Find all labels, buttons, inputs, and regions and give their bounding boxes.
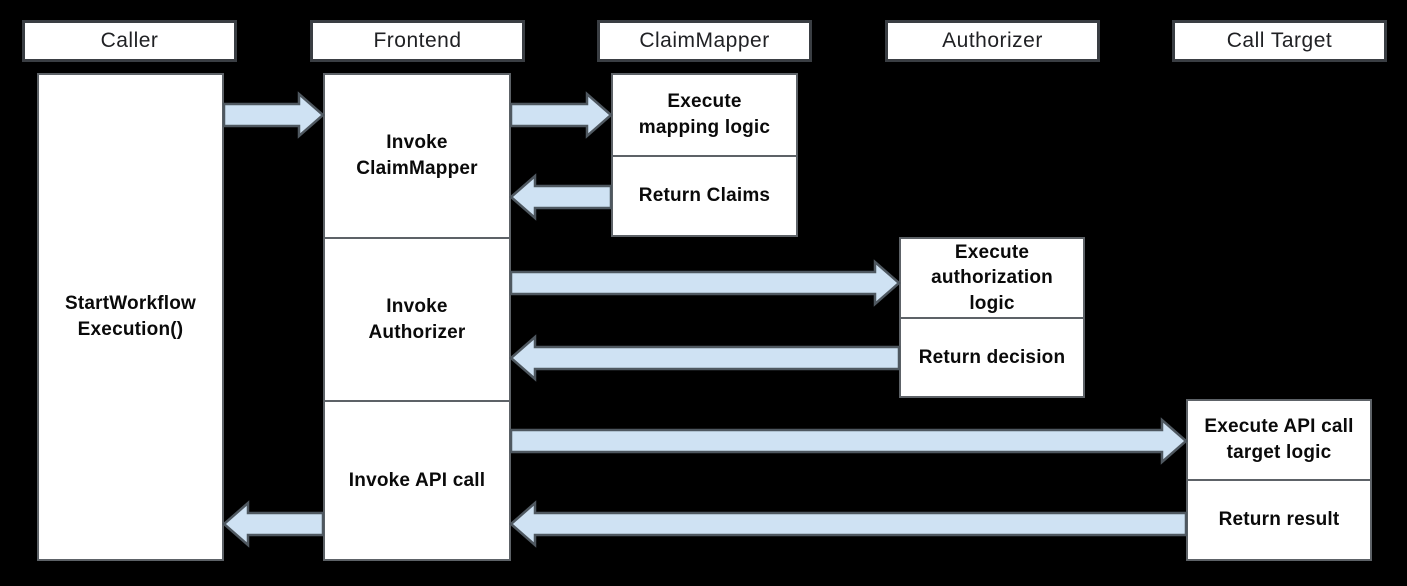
column-header-claimmapper: ClaimMapper xyxy=(597,20,812,62)
execute-api-call-target-logic-step: Execute API call target logic xyxy=(1204,416,1354,463)
claimmapper-activation-box: Execute mapping logic Return Claims xyxy=(611,73,798,237)
arrow-frontend-to-authorizer xyxy=(509,259,901,307)
startworkflowexecution-step: StartWorkflow Execution() xyxy=(64,293,197,340)
authorizer-activation-box: Execute authorization logic Return decis… xyxy=(899,237,1085,398)
return-claims-step: Return Claims xyxy=(613,155,796,235)
arrow-authorizer-to-frontend xyxy=(509,334,901,382)
column-header-frontend: Frontend xyxy=(310,20,525,62)
arrow-claimmapper-to-frontend xyxy=(509,173,613,221)
invoke-claimmapper-step: Invoke ClaimMapper xyxy=(356,132,478,179)
execute-authorization-logic-step: Execute authorization logic xyxy=(931,241,1053,314)
caller-lifeline-box: StartWorkflow Execution() xyxy=(37,73,224,561)
arrow-frontend-to-caller xyxy=(222,500,325,548)
column-header-authorizer: Authorizer xyxy=(885,20,1100,62)
arrow-calltarget-to-frontend xyxy=(509,500,1188,548)
execute-mapping-logic-step: Execute mapping logic xyxy=(638,91,771,138)
invoke-authorizer-step: Invoke Authorizer xyxy=(325,237,509,400)
return-decision-step: Return decision xyxy=(901,317,1083,396)
return-result-step: Return result xyxy=(1188,479,1370,559)
arrow-frontend-to-calltarget xyxy=(509,417,1188,465)
column-header-caller: Caller xyxy=(22,20,237,62)
invoke-api-call-step: Invoke API call xyxy=(325,400,509,559)
calltarget-activation-box: Execute API call target logic Return res… xyxy=(1186,399,1372,561)
arrow-caller-to-frontend xyxy=(222,91,325,139)
frontend-lifeline-box: Invoke ClaimMapper Invoke Authorizer Inv… xyxy=(323,73,511,561)
arrow-frontend-to-claimmapper xyxy=(509,91,613,139)
column-header-calltarget: Call Target xyxy=(1172,20,1387,62)
